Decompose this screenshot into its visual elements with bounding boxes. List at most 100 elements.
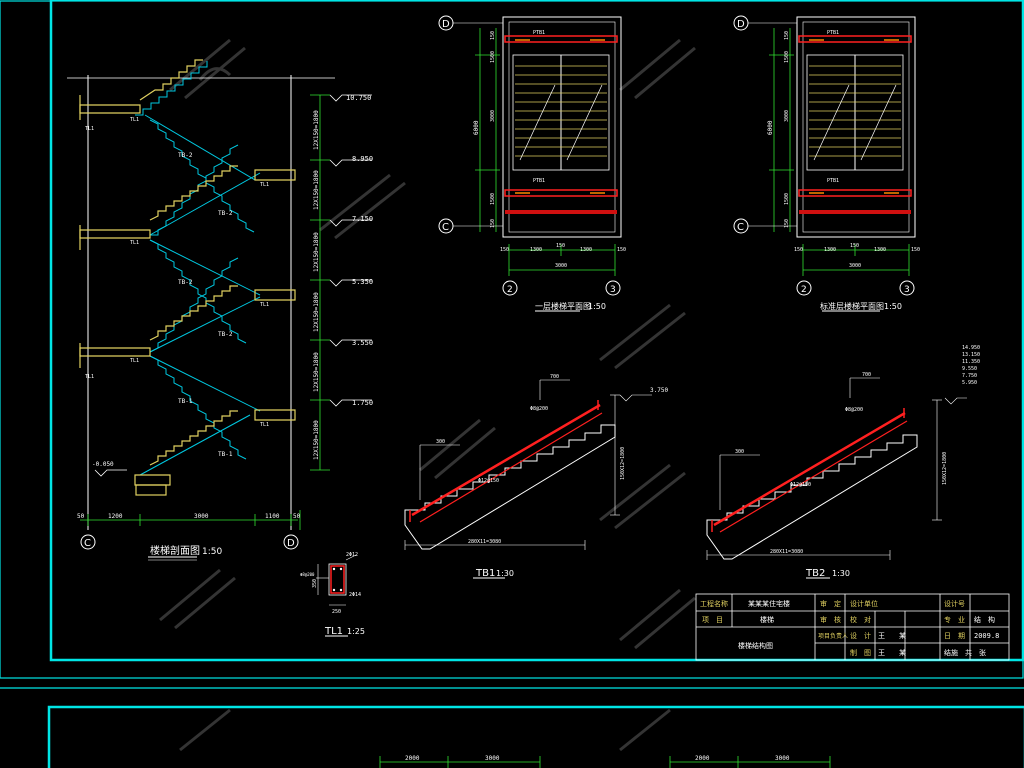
plan1-bottom-dim: 150 <box>500 247 509 253</box>
plan2-total-bottom: 3000 <box>849 263 861 269</box>
section-bottom-dims <box>80 514 298 526</box>
tb-date: 2009.8 <box>974 632 999 640</box>
tb-phase-label: 专 业 <box>944 615 965 624</box>
tb-proofread-label: 校 对 <box>850 615 871 624</box>
tl1-stirrup: Φ8@200 <box>300 572 315 577</box>
tb1-detail <box>404 379 652 579</box>
tb1-top-dim: 700 <box>550 374 559 380</box>
plan1-bottom-dim: 150 <box>556 243 565 249</box>
tb-date-label: 日 期 <box>944 632 965 640</box>
tb1-rebar-dist: Φ8@200 <box>530 406 548 412</box>
flight-dimension: 12X150=1800 <box>313 232 320 272</box>
bottom-dim: 3000 <box>194 513 209 520</box>
tl1-detail <box>316 554 357 637</box>
tb2-top-dim: 700 <box>862 372 871 378</box>
plan1-title: 一层楼梯平面图 <box>535 301 591 311</box>
tb2-rise-dim: 150X12=1800 <box>942 452 948 485</box>
plan2-scale: 1:50 <box>884 302 902 311</box>
flight-dimension: 12X150=1800 <box>313 352 320 392</box>
lower-dim: 2000 <box>695 755 710 762</box>
tb1-elevation: 3.750 <box>650 387 668 394</box>
elevation-label: 3.550 <box>352 339 373 347</box>
section-dimension-chain <box>299 94 330 530</box>
flight-dimension: 12X150=1800 <box>313 420 320 460</box>
tb-project-name: 某某某住宅楼 <box>748 599 790 608</box>
plan2-bottom-dim: 1300 <box>824 247 836 253</box>
tl1-top-bar: 2Φ12 <box>346 552 358 558</box>
tb-phase: 结 构 <box>974 615 995 624</box>
flight-tag: TB-2 <box>218 210 233 217</box>
elevation-label: 7.150 <box>352 215 373 223</box>
plan2-title: 标准层楼梯平面图 <box>820 301 884 311</box>
tb2-elevation: 9.550 <box>962 366 977 372</box>
tb-check-label: 项目负责人 <box>818 632 848 640</box>
plan1-grid-c: C <box>442 222 449 233</box>
tb-design-label: 设 计 <box>850 631 871 640</box>
plan2-slab-tag: PTB1 <box>827 178 839 184</box>
plan2-bottom-dim: 1300 <box>874 247 886 253</box>
plan2-grid-3: 3 <box>904 285 910 295</box>
elevation-markers <box>94 94 372 477</box>
tb-project-name-label: 工程名称 <box>700 599 728 608</box>
tb2-elevation: 5.950 <box>962 380 977 386</box>
plan2-left-dim: 150 <box>784 31 790 40</box>
tl1-width: 250 <box>332 609 341 615</box>
title-block <box>695 593 1010 661</box>
plan1-bottom-dim: 1300 <box>580 247 592 253</box>
flight-dimension: 12X150=1800 <box>313 292 320 332</box>
plan1-total-dim: 6000 <box>473 120 480 135</box>
plan1-bottom-dim: 1300 <box>530 247 542 253</box>
tb-drawing-name: 楼梯结构图 <box>738 641 773 650</box>
bottom-dim: 1100 <box>265 513 280 520</box>
tl1-scale: 1:25 <box>347 627 365 636</box>
beam-tag: TL1 <box>130 358 139 364</box>
plan1 <box>438 15 622 312</box>
lower-dim: 3000 <box>775 755 790 762</box>
elevation-label: 10.750 <box>346 94 371 102</box>
plan1-grid-2: 2 <box>507 285 513 295</box>
plan1-left-dim: 1500 <box>490 193 496 205</box>
plan1-left-dim: 150 <box>490 219 496 228</box>
tb1-rise-dim: 150X12=1800 <box>620 447 626 480</box>
elevation-label: 1.750 <box>352 399 373 407</box>
flight-tag: TB-2 <box>218 331 233 338</box>
bottom-dim: 50 <box>77 513 85 520</box>
plan1-grid-3: 3 <box>610 285 616 295</box>
beam-tag: TL1 <box>85 374 94 380</box>
plan2-bottom-dim: 150 <box>850 243 859 249</box>
elevation-label: -0.050 <box>92 461 114 468</box>
tb-sheet-no: 结施 共 张 <box>944 648 986 657</box>
tb-approve-label: 审 定 <box>820 599 841 608</box>
tb1-scale: 1:30 <box>496 569 514 578</box>
plan1-scale: 1:50 <box>588 302 606 311</box>
plan2-left-dim: 150 <box>784 219 790 228</box>
plan2-left-dim: 1500 <box>784 51 790 63</box>
section-title: 楼梯剖面图 <box>150 544 200 557</box>
tb2-elevation: 14.950 <box>962 345 980 351</box>
tb2-span-dim: 280X11=3080 <box>770 549 803 555</box>
tb-unit-label: 设计单位 <box>850 599 878 608</box>
tl1-bottom-bar: 2Φ14 <box>349 592 361 598</box>
plan1-total-bottom: 3000 <box>555 263 567 269</box>
flight-tag: TB-1 <box>218 451 233 458</box>
tb-designer: 王 某 <box>878 632 906 640</box>
elevation-label: 5.350 <box>352 278 373 286</box>
beam-tag: TL1 <box>260 302 269 308</box>
stair-section <box>67 59 372 561</box>
plan1-left-dim: 1500 <box>490 51 496 63</box>
plan1-left-dim: 3000 <box>490 110 496 122</box>
beam-tag: TL1 <box>130 240 139 246</box>
tb2-elevation: 11.350 <box>962 359 980 365</box>
tb-sheet-label: 设计号 <box>944 599 965 608</box>
flight-tag: TB-2 <box>178 152 193 159</box>
watermark-logo <box>159 38 696 752</box>
plan1-slab-tag: PTB1 <box>533 30 545 36</box>
tb-project: 楼梯 <box>760 615 774 624</box>
section-grid-c: C <box>84 538 91 549</box>
flight-tag: TB-1 <box>178 398 193 405</box>
plan2-bottom-dim: 150 <box>911 247 920 253</box>
tb-review-label: 审 核 <box>820 615 841 624</box>
elevation-label: 8.950 <box>352 155 373 163</box>
